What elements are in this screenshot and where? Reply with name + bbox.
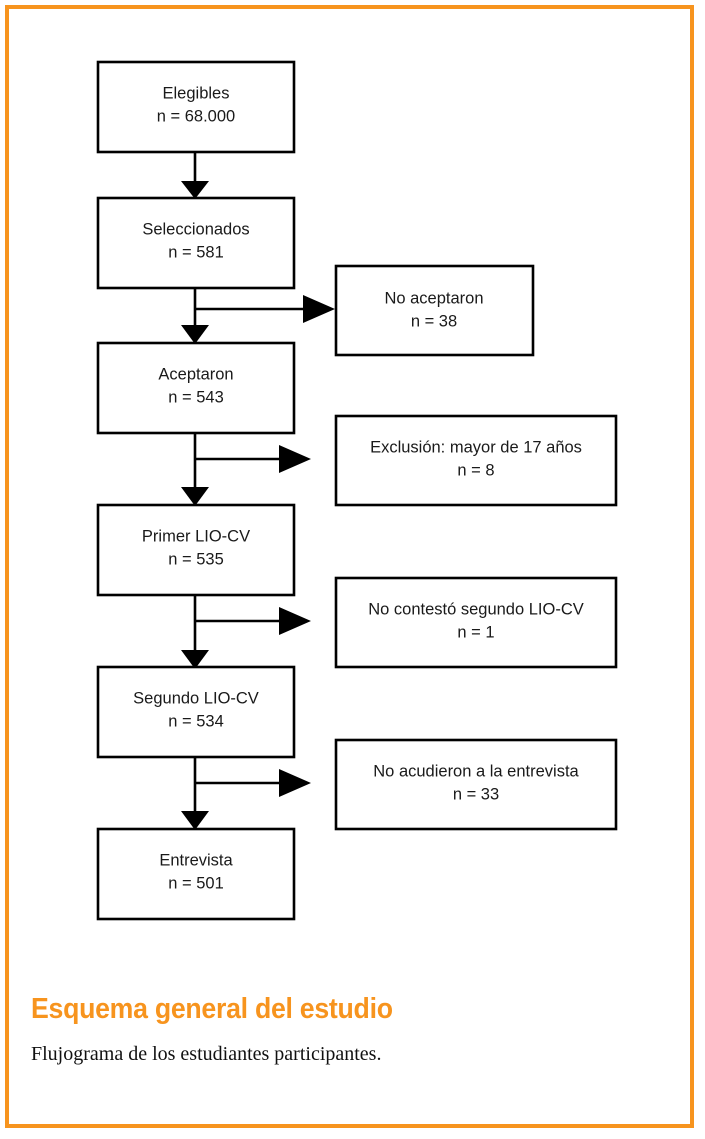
flowchart-diagram: Elegibles n = 68.000 Seleccionados n = 5… (9, 9, 690, 959)
node-elegibles[interactable]: Elegibles n = 68.000 (96, 60, 296, 154)
node-seleccionados-count: n = 581 (168, 243, 224, 261)
node-no-aceptaron-label: No aceptaron (384, 289, 483, 307)
connector-segundo-liocv-to-entrevista (181, 756, 209, 830)
connector-seleccionados-to-aceptaron (181, 287, 209, 344)
node-segundo-liocv-count: n = 534 (168, 712, 224, 730)
node-entrevista[interactable]: Entrevista n = 501 (96, 827, 296, 921)
node-segundo-liocv[interactable]: Segundo LIO-CV n = 534 (96, 665, 296, 759)
node-primer-liocv[interactable]: Primer LIO-CV n = 535 (96, 503, 296, 597)
node-no-acudieron-label: No acudieron a la entrevista (373, 762, 579, 780)
node-primer-liocv-count: n = 535 (168, 550, 224, 568)
node-exclusion-edad-count: n = 8 (457, 461, 494, 479)
connector-branch-exclusion-edad (195, 445, 311, 473)
connector-branch-no-acudieron (195, 769, 311, 797)
connector-branch-no-aceptaron (195, 295, 335, 323)
figure-title: Esquema general del estudio (31, 993, 393, 1025)
figure-caption: Flujograma de los estudiantes participan… (31, 1042, 382, 1065)
node-elegibles-count: n = 68.000 (157, 107, 235, 125)
node-no-aceptaron[interactable]: No aceptaron n = 38 (334, 264, 535, 357)
node-no-contesto[interactable]: No contestó segundo LIO-CV n = 1 (334, 576, 618, 669)
node-exclusion-edad[interactable]: Exclusión: mayor de 17 años n = 8 (334, 414, 618, 507)
node-elegibles-label: Elegibles (163, 84, 230, 102)
node-entrevista-label: Entrevista (159, 851, 233, 869)
node-no-contesto-count: n = 1 (457, 623, 494, 641)
connector-elegibles-to-seleccionados (181, 151, 209, 199)
node-aceptaron-count: n = 543 (168, 388, 224, 406)
connector-primer-to-segundo-liocv (181, 594, 209, 669)
node-seleccionados-label: Seleccionados (142, 220, 249, 238)
connector-branch-no-contesto (195, 607, 311, 635)
connector-aceptaron-to-primer-liocv (181, 432, 209, 506)
node-seleccionados[interactable]: Seleccionados n = 581 (96, 196, 296, 290)
node-primer-liocv-label: Primer LIO-CV (142, 527, 250, 545)
node-aceptaron-label: Aceptaron (158, 365, 233, 383)
node-no-contesto-label: No contestó segundo LIO-CV (368, 600, 584, 618)
node-entrevista-count: n = 501 (168, 874, 224, 892)
flowchart-svg: Elegibles n = 68.000 Seleccionados n = 5… (96, 60, 618, 921)
node-no-acudieron[interactable]: No acudieron a la entrevista n = 33 (334, 738, 618, 831)
node-no-acudieron-count: n = 33 (453, 785, 499, 803)
node-exclusion-edad-label: Exclusión: mayor de 17 años (370, 438, 582, 456)
caption-block: Esquema general del estudio Flujograma d… (31, 993, 671, 1066)
node-no-aceptaron-count: n = 38 (411, 312, 457, 330)
node-segundo-liocv-label: Segundo LIO-CV (133, 689, 259, 707)
node-aceptaron[interactable]: Aceptaron n = 543 (96, 341, 296, 435)
figure-frame: Elegibles n = 68.000 Seleccionados n = 5… (5, 5, 694, 1128)
